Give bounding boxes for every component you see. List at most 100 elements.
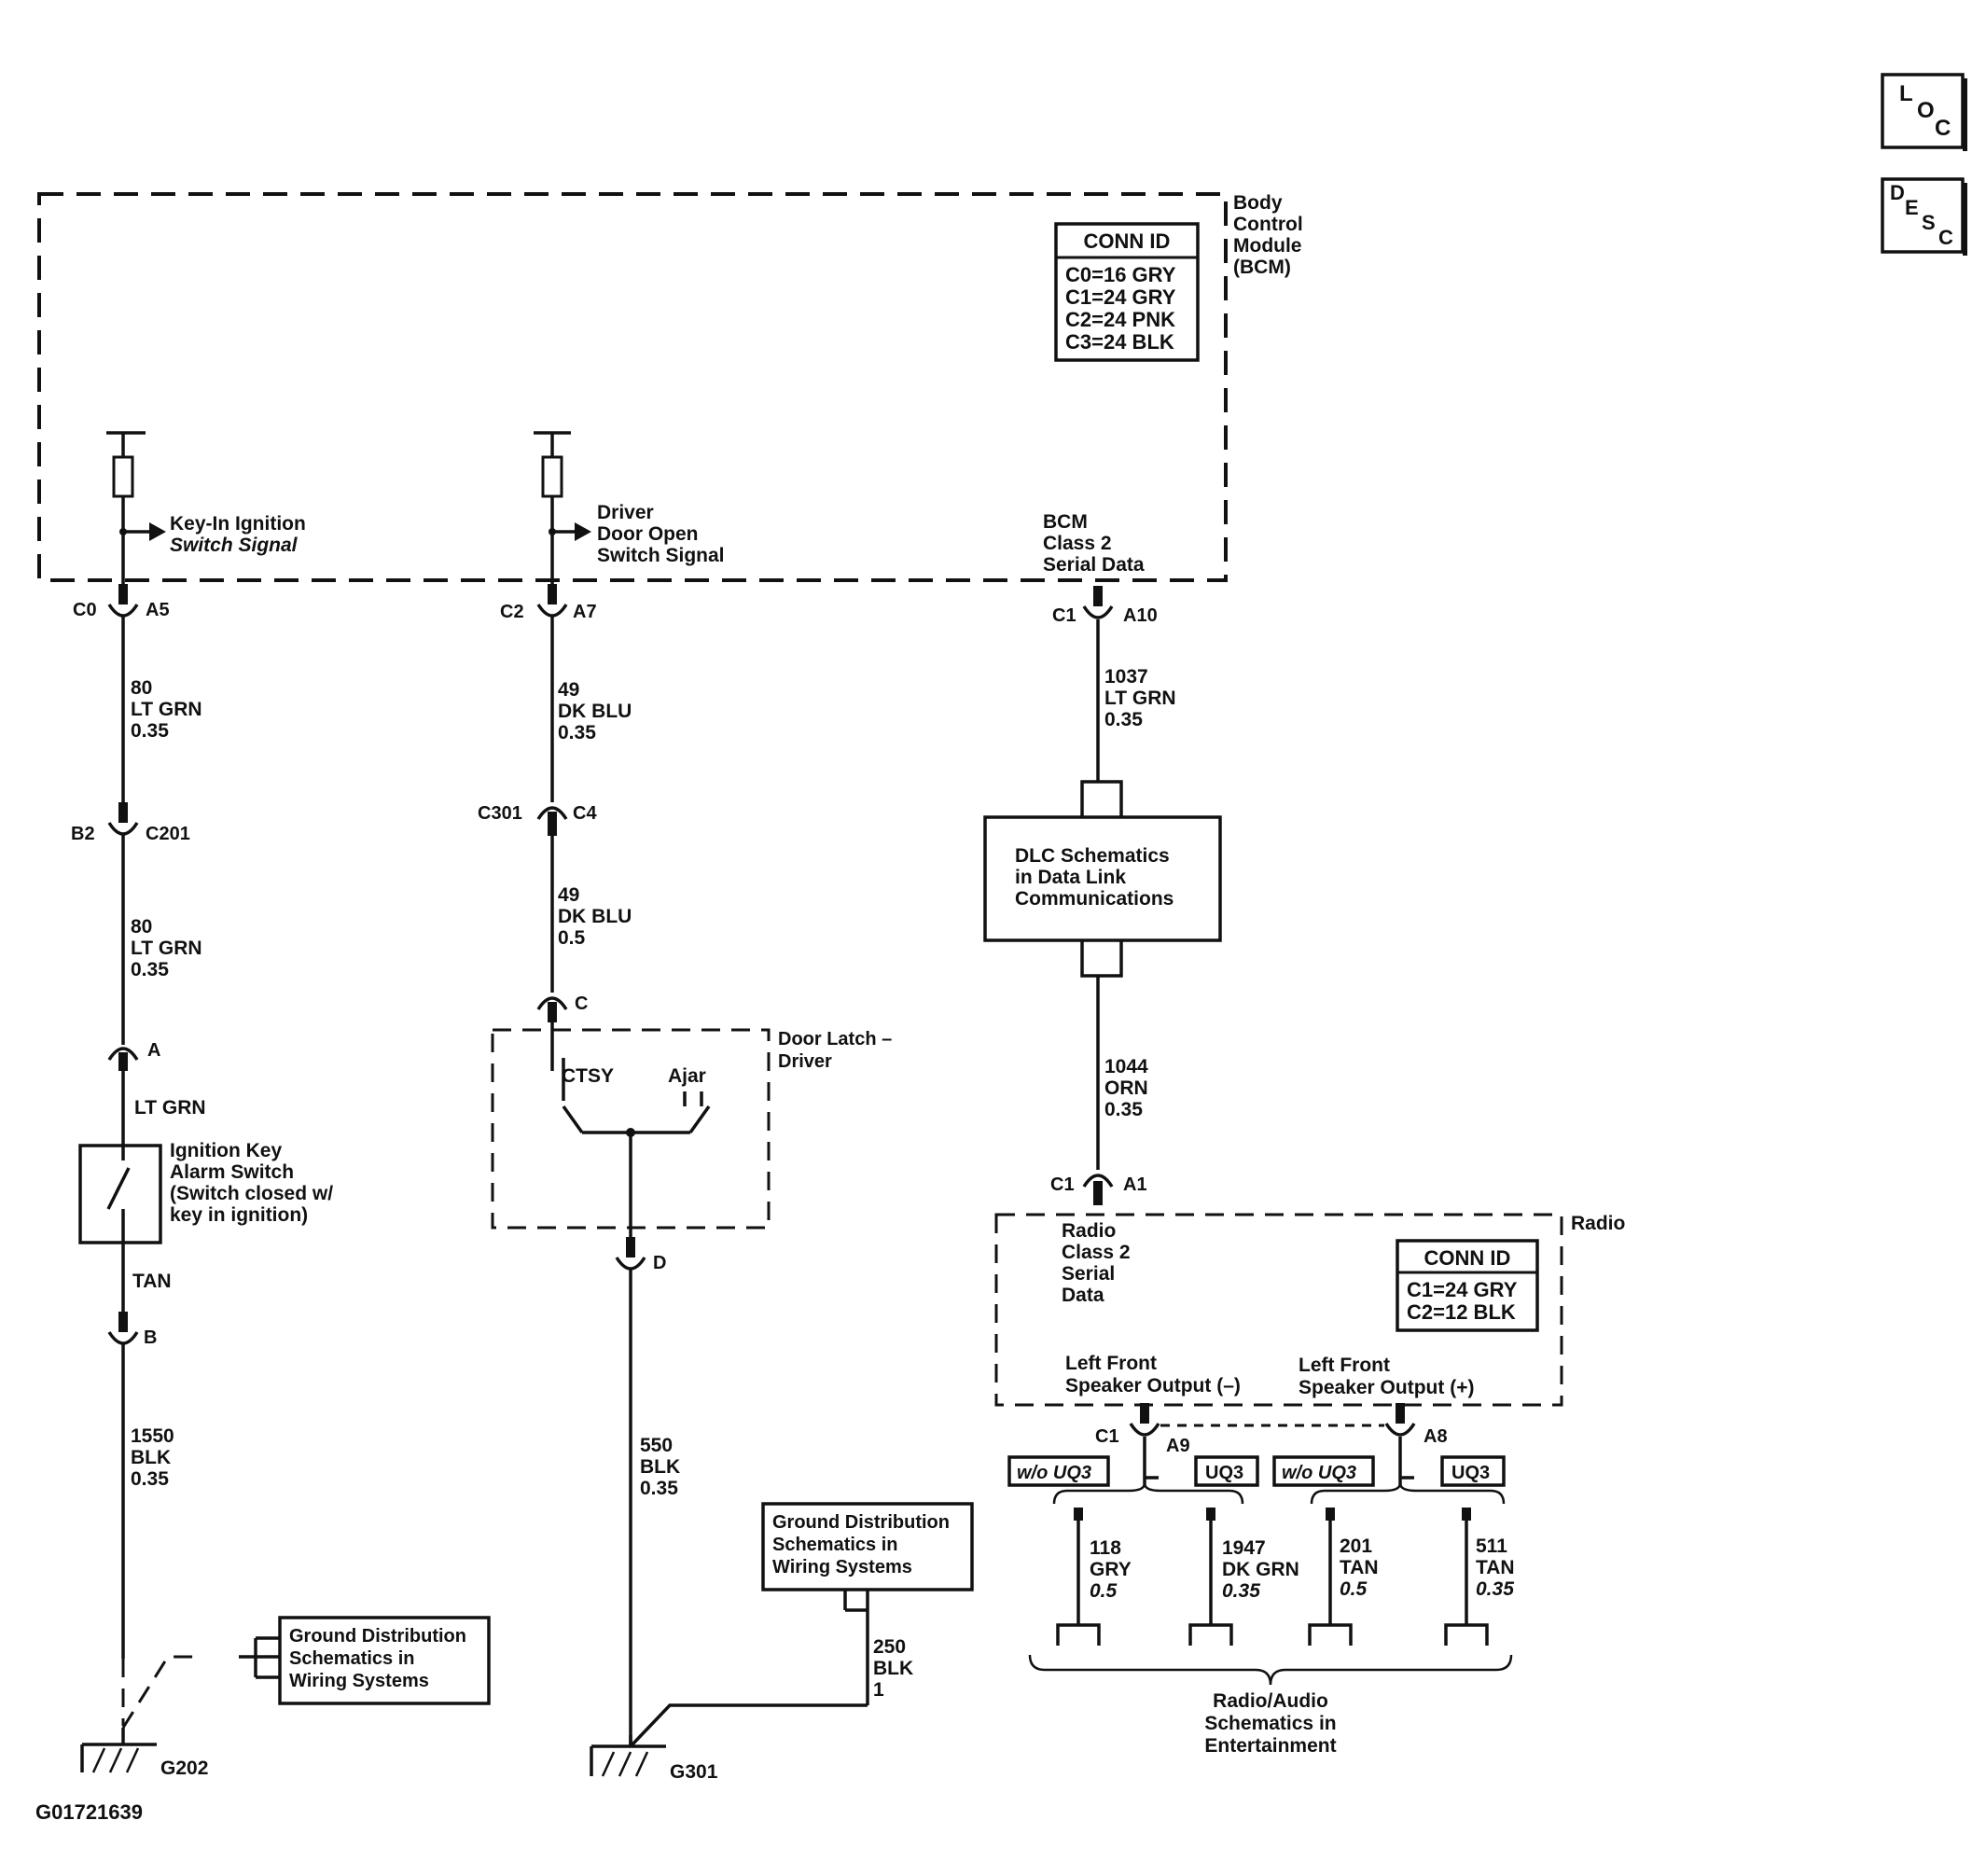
option-uq3-box-1 [1194,1455,1259,1487]
svg-text:DLC Schematics: DLC Schematics [1015,845,1170,867]
svg-text:0.35: 0.35 [1222,1580,1260,1602]
ctsy-label: CTSY [562,1065,614,1087]
option-uq3-box-2 [1440,1455,1506,1487]
ground-ref-box-1 [278,1616,491,1705]
svg-text:A10: A10 [1123,605,1158,626]
svg-text:w/o UQ3: w/o UQ3 [1017,1463,1091,1483]
circuit-key-in: Key-In Ignition Switch Signal C0 A5 80 L… [71,431,491,1779]
svg-text:(BCM): (BCM) [1233,257,1291,278]
svg-text:LT GRN: LT GRN [131,938,202,959]
option-wo-uq3-box-1 [1007,1455,1110,1487]
svg-text:Body: Body [1233,192,1283,214]
svg-text:GRY: GRY [1090,1559,1132,1580]
svg-text:0.5: 0.5 [558,927,586,949]
loc-letter-o: O [1917,98,1935,123]
svg-text:Class 2: Class 2 [1043,533,1112,554]
svg-text:LT GRN: LT GRN [131,699,202,720]
svg-text:BLK: BLK [640,1456,680,1478]
svg-text:A: A [147,1040,160,1061]
radio-conn-id-box: CONN ID C1=24 GRY C2=12 BLK [1396,1239,1539,1332]
svg-text:C1: C1 [1095,1426,1119,1447]
svg-text:Module: Module [1233,235,1302,257]
svg-text:550: 550 [640,1435,673,1456]
svg-text:Entertainment: Entertainment [1204,1735,1336,1757]
svg-text:Switch Signal: Switch Signal [597,545,725,566]
svg-text:C1: C1 [1050,1174,1075,1195]
svg-text:C2=12 BLK: C2=12 BLK [1407,1300,1516,1324]
svg-text:in Data Link: in Data Link [1015,867,1126,888]
svg-text:LT GRN: LT GRN [1104,688,1176,709]
bcm-conn-id-title: CONN ID [1084,229,1171,253]
desc-letter-e: E [1905,196,1919,219]
svg-text:(Switch closed w/: (Switch closed w/ [170,1183,333,1204]
loc-letter-l: L [1899,81,1913,106]
wire-118: 118 GRY 0.5 [1056,1508,1132,1646]
svg-text:Alarm Switch: Alarm Switch [170,1161,294,1183]
desc-letter-s: S [1922,211,1936,234]
svg-text:C3=24 BLK: C3=24 BLK [1065,330,1174,354]
svg-text:0.5: 0.5 [1090,1580,1118,1602]
svg-text:0.35: 0.35 [558,722,596,743]
ignition-key-switch-box [78,1144,162,1244]
svg-text:Speaker Output (–): Speaker Output (–) [1065,1375,1241,1397]
svg-text:A1: A1 [1123,1174,1147,1195]
svg-text:C1=24 GRY: C1=24 GRY [1065,285,1176,309]
svg-text:D: D [653,1253,666,1273]
svg-text:C301: C301 [478,803,522,824]
svg-text:C0=16 GRY: C0=16 GRY [1065,263,1176,286]
svg-text:201: 201 [1340,1536,1372,1557]
svg-text:BCM: BCM [1043,511,1088,533]
radio-boundary [994,1213,1563,1407]
bcm-conn-id-box: CONN ID C0=16 GRY C1=24 GRY C2=24 PNK C3… [1054,222,1200,362]
svg-text:TAN: TAN [1476,1557,1515,1578]
loc-button[interactable]: L O C [1881,73,1967,151]
svg-text:Wiring Systems: Wiring Systems [772,1557,912,1577]
svg-text:UQ3: UQ3 [1205,1463,1243,1483]
svg-text:1947: 1947 [1222,1537,1266,1559]
svg-text:key in ignition): key in ignition) [170,1204,308,1226]
ground-ref-box-2 [761,1502,974,1591]
svg-text:Left Front: Left Front [1065,1353,1157,1374]
wire-201: 201 TAN 0.5 [1308,1508,1379,1646]
svg-text:A8: A8 [1424,1426,1448,1447]
svg-text:C4: C4 [573,803,597,824]
svg-text:Ground Distribution: Ground Distribution [772,1512,950,1533]
svg-text:Driver: Driver [597,502,654,523]
svg-text:BLK: BLK [131,1447,171,1468]
svg-text:80: 80 [131,916,152,938]
circuit-driver-door: Driver Door Open Switch Signal C2 A7 49 … [478,431,974,1783]
svg-text:511: 511 [1476,1536,1507,1557]
svg-text:Radio: Radio [1062,1220,1116,1242]
option-wo-uq3-box-2 [1272,1455,1375,1487]
svg-text:C1=24 GRY: C1=24 GRY [1407,1278,1518,1301]
svg-text:1550: 1550 [131,1425,174,1447]
svg-text:B2: B2 [71,824,95,844]
svg-text:CONN ID: CONN ID [1424,1246,1511,1270]
svg-text:w/o UQ3: w/o UQ3 [1282,1463,1356,1483]
svg-text:UQ3: UQ3 [1451,1463,1490,1483]
svg-text:0.35: 0.35 [640,1478,678,1499]
svg-text:0.35: 0.35 [1476,1578,1514,1600]
circuit-serial-data: BCM Class 2 Serial Data C1 A10 1037 LT G… [983,511,1222,1205]
svg-text:Control: Control [1233,214,1303,235]
svg-text:Door Latch –: Door Latch – [778,1029,892,1049]
svg-text:A9: A9 [1166,1436,1190,1456]
svg-text:A5: A5 [146,600,170,620]
bcm-title: Body Control Module (BCM) [1233,192,1303,278]
ajar-label: Ajar [668,1065,706,1087]
svg-text:LT GRN: LT GRN [134,1097,206,1119]
svg-text:Data: Data [1062,1285,1104,1306]
pullup-resistor-1 [112,455,134,498]
figure-id: G01721639 [35,1800,143,1824]
svg-text:1: 1 [873,1679,884,1701]
ground-g301-icon [590,1735,666,1777]
svg-text:Switch Signal: Switch Signal [170,535,299,556]
svg-text:Door Open: Door Open [597,523,699,545]
svg-text:49: 49 [558,884,579,906]
desc-letter-d: D [1890,181,1905,204]
desc-button[interactable]: D E S C [1881,177,1967,256]
svg-text:0.35: 0.35 [131,720,169,742]
svg-text:A7: A7 [573,602,597,622]
loc-letter-c: C [1935,116,1951,141]
svg-text:C201: C201 [146,824,190,844]
